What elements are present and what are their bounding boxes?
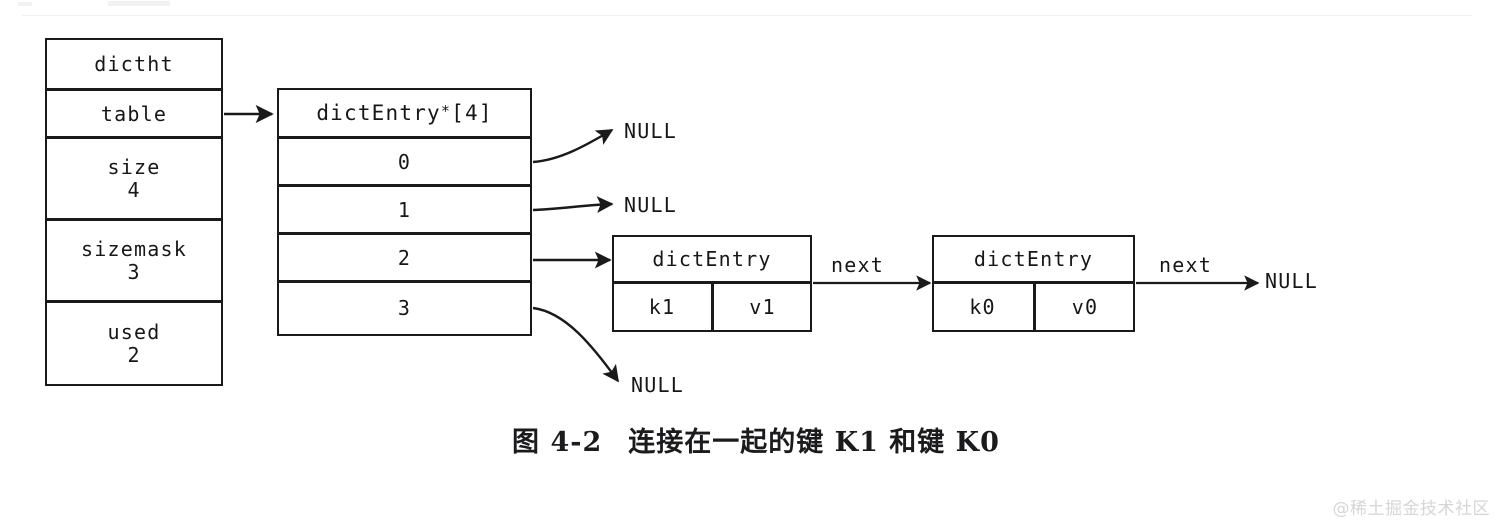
- null-label-bucket-0: NULL: [624, 119, 677, 143]
- dictht-divider-3: [45, 218, 223, 221]
- dictht-divider-4: [45, 300, 223, 303]
- bucket-slot-3: 3: [277, 282, 532, 334]
- dict-entry-node-2-value-label: v0: [1071, 295, 1099, 319]
- dictht-field-table-label: table: [100, 101, 168, 126]
- dictht-field-sizemask-label: sizemask: [81, 237, 187, 261]
- dictht-field-size-cell: size 4: [45, 138, 223, 220]
- dict-entry-node-2-key-label: k0: [969, 295, 996, 319]
- dictht-field-size-value: 4: [127, 178, 141, 202]
- dictht-field-used-value: 2: [127, 343, 141, 367]
- figure-caption: 图 4-2 连接在一起的键 K1 和键 K0: [0, 420, 1512, 459]
- dict-entry-node-2-value-cell: v0: [1035, 283, 1135, 332]
- dict-entry-node-1-key-label: k1: [648, 295, 676, 319]
- dictht-field-used-cell: used 2: [45, 302, 223, 386]
- dict-entry-node-1-value-cell: v1: [713, 283, 812, 332]
- bucket-array-divider-4: [277, 280, 532, 283]
- dictht-struct-box: [45, 38, 223, 386]
- bucket-slot-0-label: 0: [397, 149, 412, 174]
- arrow-bucket0-to-null: [532, 128, 614, 164]
- next-label-1: next: [831, 253, 884, 277]
- figure-number: 图 4-2: [512, 427, 603, 458]
- bucket-slot-1-label: 1: [397, 197, 412, 222]
- dictht-title-label: dictht: [94, 51, 174, 76]
- dict-entry-node-2-title-cell: dictEntry: [932, 235, 1135, 283]
- page-crop-remnant-left: [18, 2, 32, 6]
- dictht-field-used-label: used: [107, 320, 161, 344]
- dict-entry-node-1-key-cell: k1: [612, 283, 712, 332]
- bucket-array-type-label: dictEntry: [316, 100, 441, 125]
- dictht-field-table-cell: table: [45, 90, 223, 138]
- dictht-field-size-label: size: [107, 155, 161, 179]
- bucket-slot-3-label: 3: [397, 295, 412, 320]
- bucket-array-header-cell: dictEntry*[4]: [316, 100, 493, 125]
- null-label-bucket-3: NULL: [631, 373, 684, 397]
- arrow-bucket3-to-null: [532, 306, 619, 383]
- page-crop-rule: [22, 15, 1472, 16]
- next-label-2: next: [1159, 253, 1212, 277]
- bucket-array-box: [277, 88, 532, 336]
- dictht-field-sizemask-value: 3: [127, 260, 141, 284]
- bucket-slot-0: 0: [277, 138, 532, 186]
- dictht-divider-1: [45, 88, 223, 91]
- bucket-array-divider-1: [277, 136, 532, 139]
- dictht-field-sizemask-cell: sizemask 3: [45, 220, 223, 302]
- dict-entry-node-2-key-cell: k0: [932, 283, 1033, 332]
- arrow-bucket1-to-null: [532, 196, 614, 213]
- bucket-slot-2-label: 2: [397, 245, 412, 270]
- bucket-array-divider-2: [277, 184, 532, 187]
- bucket-array-divider-3: [277, 232, 532, 235]
- null-label-bucket-1: NULL: [624, 193, 677, 217]
- dict-entry-node-2-kv-divider: [1033, 281, 1036, 332]
- dictht-divider-2: [45, 136, 223, 139]
- dict-entry-node-2-title-label: dictEntry: [973, 246, 1094, 271]
- dict-entry-node-1-value-label: v1: [749, 295, 776, 319]
- dictht-title-cell: dictht: [45, 38, 223, 90]
- figure-caption-text: 连接在一起的键 K1 和键 K0: [628, 427, 1000, 458]
- dict-entry-node-1-title-cell: dictEntry: [612, 235, 812, 283]
- page-crop-remnant-mid: [108, 1, 170, 6]
- watermark: @稀土掘金技术社区: [1332, 499, 1490, 519]
- bucket-slot-1: 1: [277, 186, 532, 234]
- dict-entry-node-1-title-label: dictEntry: [652, 246, 772, 271]
- null-label-tail: NULL: [1265, 269, 1318, 293]
- dict-entry-node-1-kv-divider: [711, 281, 714, 332]
- bucket-slot-2: 2: [277, 234, 532, 282]
- bucket-array-size-label: [4]: [451, 100, 493, 125]
